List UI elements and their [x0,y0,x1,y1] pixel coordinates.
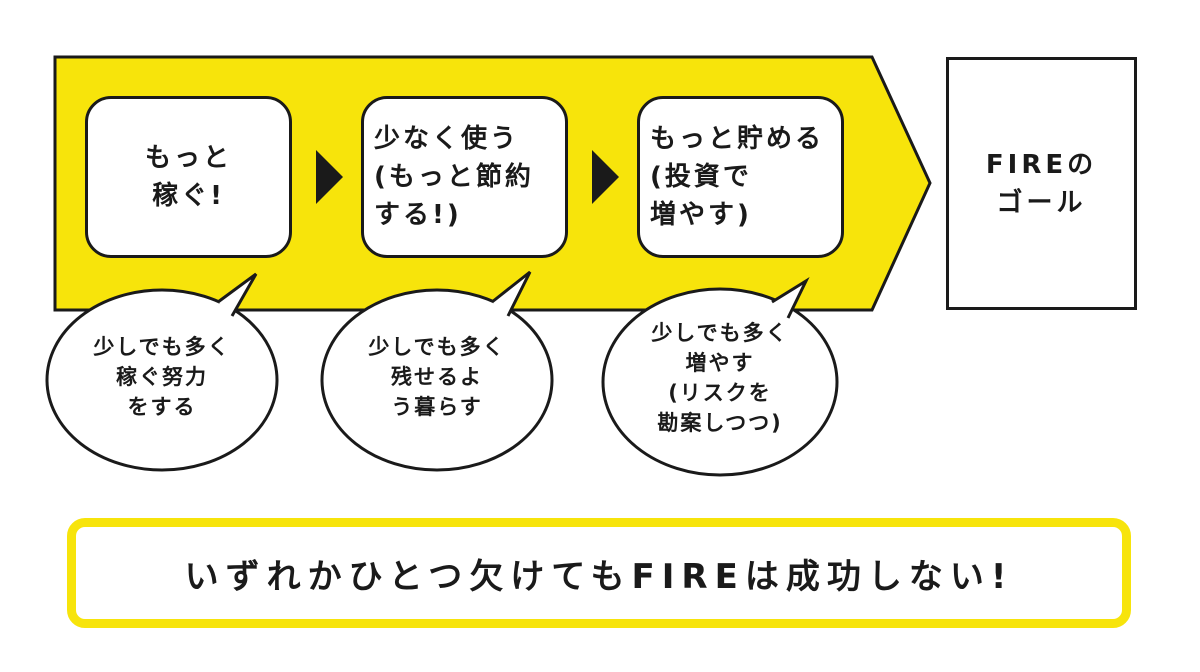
step-label-spend-less: 少なく使う (もっと節約 する!) [374,124,534,230]
step-box-earn: もっと 稼ぐ! [85,96,292,258]
bubble-text-2: 少しでも多く 残せるよ う暮らす [368,335,506,419]
goal-label: FIREの ゴール [985,149,1098,218]
speech-bubble-2 [320,270,554,472]
step-box-spend-less: 少なく使う (もっと節約 する!) [361,96,568,258]
step-arrow-2 [592,150,619,204]
fire-goal-box: FIREの ゴール [946,57,1137,310]
speech-bubble-1 [45,272,279,472]
step-box-save-more: もっと貯める (投資で 増やす) [637,96,844,258]
step-arrow-1 [316,150,343,204]
step-label-earn: もっと 稼ぐ! [144,143,232,211]
conclusion-message: いずれかひとつ欠けてもFIREは成功しない! [184,556,1014,597]
conclusion-message-box: いずれかひとつ欠けてもFIREは成功しない! [67,518,1131,628]
speech-bubble-3 [601,277,839,477]
step-label-save-more: もっと貯める (投資で 増やす) [650,124,825,230]
bubble-text-3: 少しでも多く 増やす (リスクを 勘案しつつ) [651,321,789,435]
bubble-text-1: 少しでも多く 稼ぐ努力 をする [93,335,231,419]
